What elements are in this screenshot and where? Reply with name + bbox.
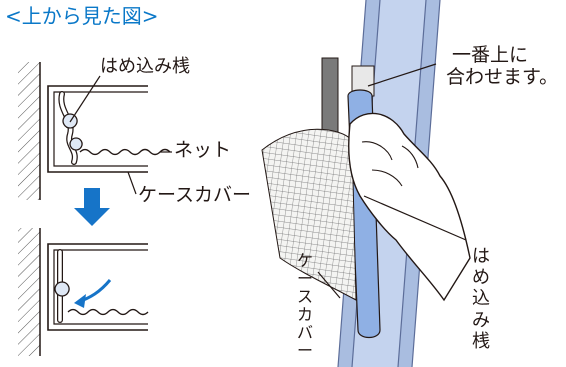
wall-hatching-bottom [18, 228, 40, 356]
down-arrow [74, 188, 110, 226]
label-hame-komi-zan: はめ込み桟 [100, 56, 190, 77]
right-illustration [261, 0, 471, 367]
page-title: <上から見た図> [5, 4, 159, 28]
net-line-top [79, 148, 171, 156]
label-vertical-hame-komi-zan: はめ込み桟 [472, 246, 490, 352]
label-case-cover: ケースカバー [138, 184, 252, 206]
top-section-diagram [18, 62, 172, 200]
mesh-net [261, 128, 357, 301]
wall-hatching-top [18, 62, 40, 200]
label-net: ネット [174, 139, 232, 161]
hand [348, 112, 471, 302]
case-cover-frame-top [47, 85, 148, 173]
label-align-top-line1: 一番上に [452, 44, 529, 66]
bottom-section-diagram [18, 228, 149, 356]
label-vertical-case-cover: ケースカバー [296, 251, 313, 360]
label-align-top-line2: 合わせます。 [446, 66, 559, 88]
